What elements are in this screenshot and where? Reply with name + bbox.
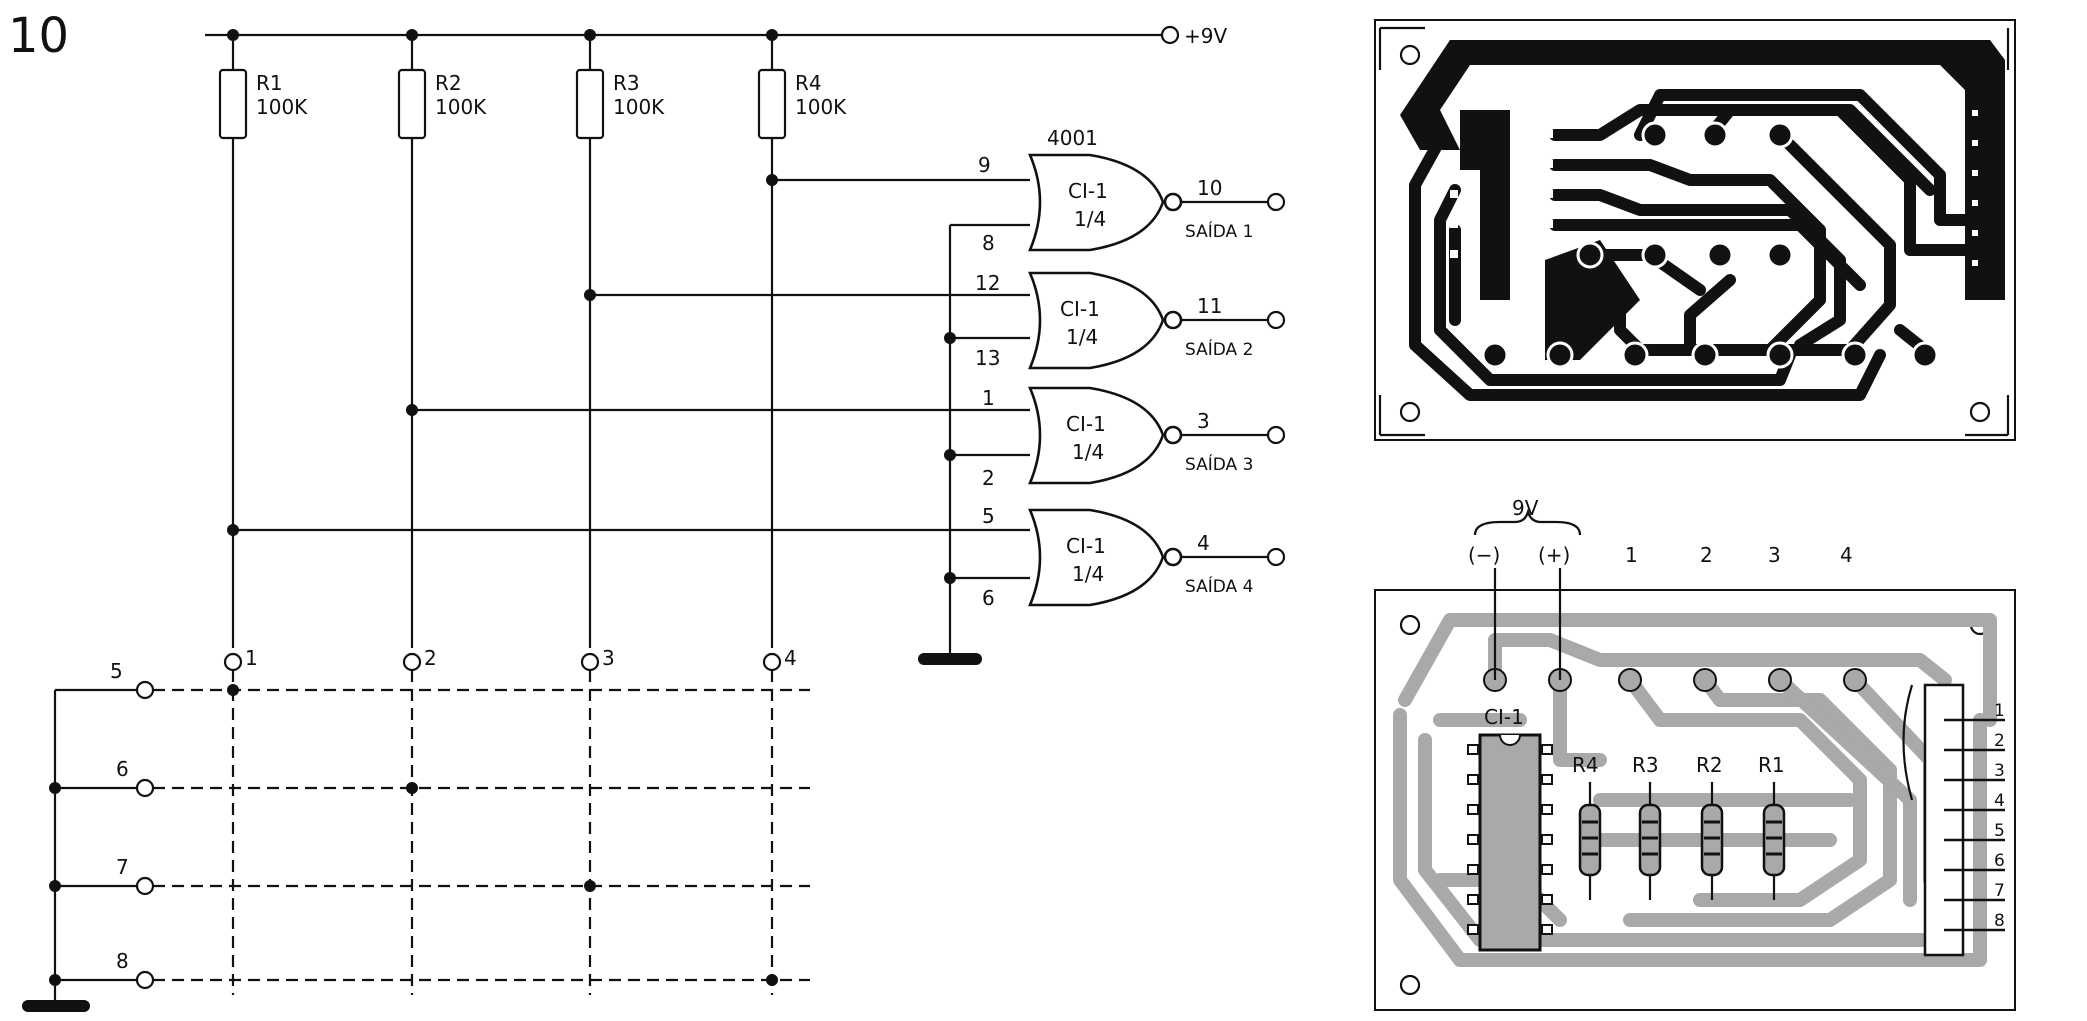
pin-8: 8 xyxy=(1994,911,2005,931)
mount-hole-icon xyxy=(1399,974,1421,996)
input-pad-1: 1 xyxy=(1625,543,1638,567)
gate2-fraction: 1/4 xyxy=(1066,325,1098,349)
resistor-r1: R1 100K xyxy=(218,35,308,648)
pcb-copper-side xyxy=(1374,19,2016,441)
gate3-output-label: SAÍDA 3 xyxy=(1185,453,1253,475)
gate1-name: CI-1 xyxy=(1068,179,1108,203)
row-terminals: 5 6 7 8 xyxy=(22,659,155,1012)
resistor-r3: R3 100K xyxy=(575,35,665,648)
gate3-name: CI-1 xyxy=(1066,412,1106,436)
junction-dot xyxy=(944,449,956,461)
pin-1: 1 xyxy=(1994,701,2005,721)
pin-4: 4 xyxy=(1994,791,2005,811)
r2-value: 100K xyxy=(435,95,487,119)
ic-part-number: 4001 xyxy=(1047,126,1098,150)
mount-hole-icon xyxy=(1399,44,1421,66)
nor-gate-4: CI-1 1/4 5 6 4 SAÍDA 4 xyxy=(982,504,1286,610)
pcb-component-side: 9V (−) (+) 1 2 3 4 xyxy=(1374,496,2016,1011)
gate3-fraction: 1/4 xyxy=(1072,440,1104,464)
supply-label: +9V xyxy=(1184,24,1227,48)
nor-gate-2: CI-1 1/4 12 13 11 SAÍDA 2 xyxy=(975,271,1286,370)
r2-ref: R2 xyxy=(435,71,462,95)
pin-2: 2 xyxy=(1994,731,2005,751)
gate2-pin-out: 11 xyxy=(1197,294,1222,318)
figure-number: 10 xyxy=(8,8,69,64)
connector-strip: 1 2 3 4 5 6 7 8 xyxy=(1902,683,2005,957)
gate1-fraction: 1/4 xyxy=(1074,207,1106,231)
pin-5: 5 xyxy=(1994,821,2005,841)
gate4-output-label: SAÍDA 4 xyxy=(1185,575,1253,597)
row-terminal-6: 6 xyxy=(116,757,129,781)
col-terminal-1: 1 xyxy=(245,646,258,670)
gate4-pin-out: 4 xyxy=(1197,531,1210,555)
r4-value: 100K xyxy=(795,95,847,119)
keypad-matrix xyxy=(153,670,810,995)
r1-ref: R1 xyxy=(256,71,283,95)
col-terminal-2: 2 xyxy=(424,646,437,670)
gate3-pin-out: 3 xyxy=(1197,409,1210,433)
col-terminal-3: 3 xyxy=(602,646,615,670)
gate2-pin-a: 12 xyxy=(975,271,1000,295)
row-terminal-7: 7 xyxy=(116,855,129,879)
row-terminal-5: 5 xyxy=(110,659,123,683)
r3-ref: R3 xyxy=(613,71,640,95)
gate4-name: CI-1 xyxy=(1066,534,1106,558)
gate4-pin-a: 5 xyxy=(982,504,995,528)
r3-value: 100K xyxy=(613,95,665,119)
ic-label: CI-1 xyxy=(1484,705,1524,729)
gate4-fraction: 1/4 xyxy=(1072,562,1104,586)
junction-dot xyxy=(944,332,956,344)
gate2-name: CI-1 xyxy=(1060,297,1100,321)
gate1-pin-b: 8 xyxy=(982,231,995,255)
gate1-pin-a: 9 xyxy=(978,153,991,177)
brace-icon xyxy=(1473,508,1582,536)
minus-label: (−) xyxy=(1468,543,1500,567)
r1-value: 100K xyxy=(256,95,308,119)
supply-terminal xyxy=(1160,25,1180,45)
ground-symbol xyxy=(918,653,982,665)
mount-hole-icon xyxy=(1969,401,1991,423)
junction-dot xyxy=(766,174,778,186)
junction-dot xyxy=(227,524,239,536)
ground-symbol-2 xyxy=(22,1000,90,1012)
gate1-output-label: SAÍDA 1 xyxy=(1185,220,1253,242)
gate2-output-label: SAÍDA 2 xyxy=(1185,338,1253,360)
mount-hole-icon xyxy=(1399,401,1421,423)
gate3-pin-a: 1 xyxy=(982,386,995,410)
junction-dot xyxy=(584,289,596,301)
ic-notch-icon xyxy=(1499,734,1521,746)
mount-hole-icon xyxy=(1399,614,1421,636)
gate1-pin-out: 10 xyxy=(1197,176,1222,200)
gate4-pin-b: 6 xyxy=(982,586,995,610)
comp-r4-label: R4 xyxy=(1572,753,1599,777)
component-resistors: R4 R3 R2 R1 xyxy=(1572,753,1786,900)
comp-r2-label: R2 xyxy=(1696,753,1723,777)
nor-gate-3: CI-1 1/4 1 2 3 SAÍDA 3 xyxy=(982,386,1286,490)
schematic: +9V R1 100K R2 100K R3 100K xyxy=(22,24,1286,1012)
column-terminals: 1 2 3 4 xyxy=(223,646,797,672)
plus-label: (+) xyxy=(1538,543,1570,567)
pin-3: 3 xyxy=(1994,761,2005,781)
junction-dot xyxy=(944,572,956,584)
ic-package xyxy=(1478,733,1542,952)
comp-r1-label: R1 xyxy=(1758,753,1785,777)
nor-gate-1: CI-1 1/4 9 8 10 SAÍDA 1 xyxy=(978,153,1286,255)
r4-ref: R4 xyxy=(795,71,822,95)
input-pad-3: 3 xyxy=(1768,543,1781,567)
pin-7: 7 xyxy=(1994,881,2005,901)
pin-6: 6 xyxy=(1994,851,2005,871)
gate3-pin-b: 2 xyxy=(982,466,995,490)
col-terminal-4: 4 xyxy=(784,646,797,670)
row-terminal-8: 8 xyxy=(116,949,129,973)
resistor-r2: R2 100K xyxy=(397,35,487,648)
comp-r3-label: R3 xyxy=(1632,753,1659,777)
resistor-r4: R4 100K xyxy=(757,35,847,648)
junction-dot xyxy=(406,404,418,416)
input-pad-4: 4 xyxy=(1840,543,1853,567)
input-pad-2: 2 xyxy=(1700,543,1713,567)
gate2-pin-b: 13 xyxy=(975,346,1000,370)
